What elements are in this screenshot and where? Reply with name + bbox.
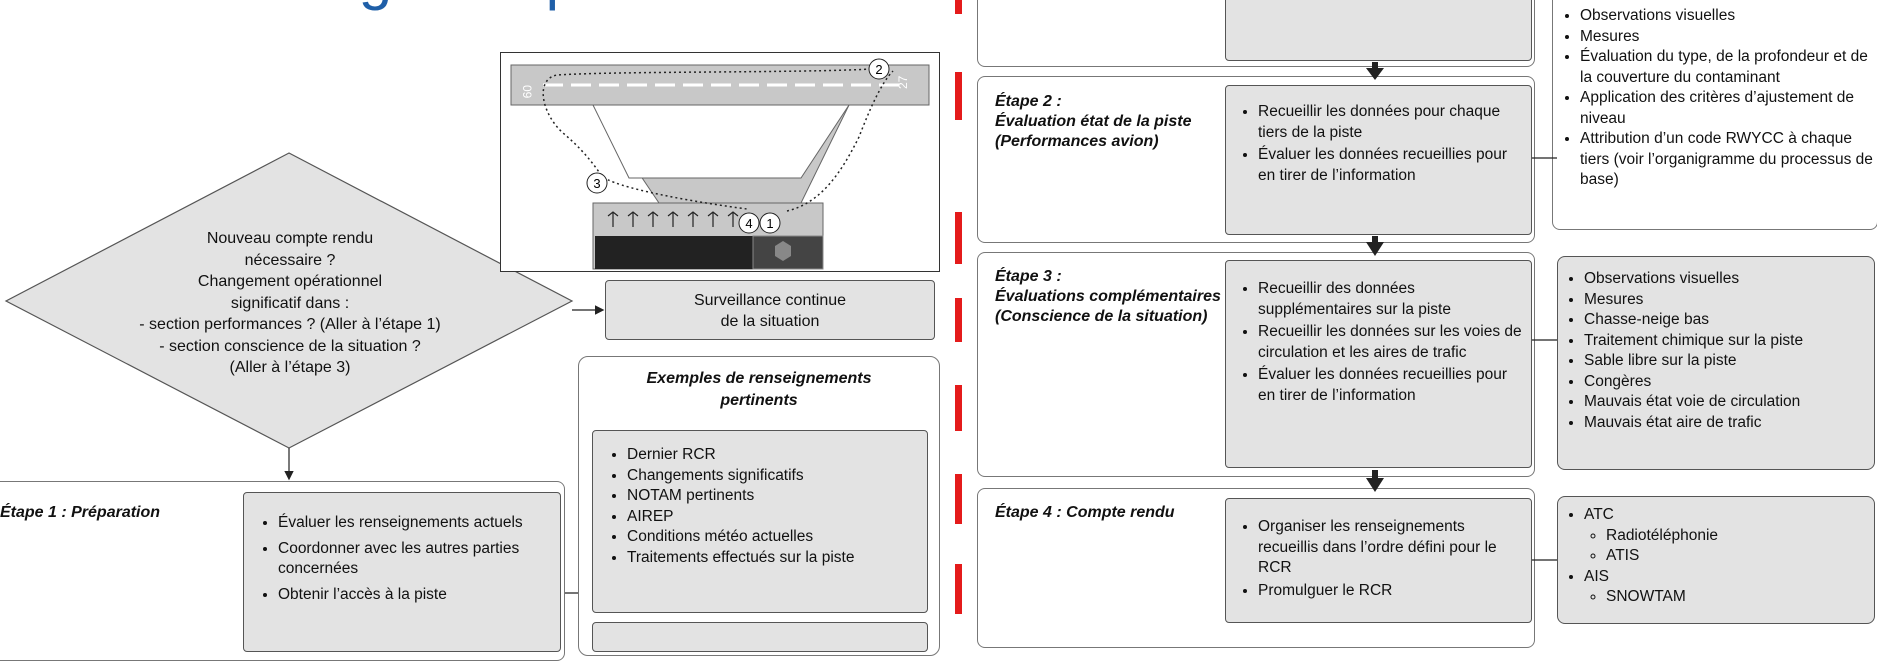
list-item: Organiser les renseignements recueillis … [1258, 517, 1523, 579]
list-item: Évaluation du type, de la profondeur et … [1580, 47, 1874, 88]
diamond-line: Changement opérationnel [197, 273, 383, 290]
aircraft-stand-marker [775, 241, 791, 261]
diamond-line: - section conscience de la situation ? [159, 337, 421, 355]
arrow-down-icon [1366, 236, 1384, 256]
route-marker-2 [868, 58, 890, 80]
runway-diagram: 09 27 1 2 3 4 [510, 58, 930, 270]
threshold-left-label: 09 [520, 85, 534, 99]
list-item: Traitements effectués sur la piste [627, 548, 919, 569]
step2-details-frame [1552, 0, 1877, 230]
step1-box: Évaluer les renseignements actuels Coord… [243, 492, 561, 652]
right-connectors [1366, 62, 1557, 561]
list-item: AIREP [627, 507, 919, 528]
list-item: Dernier RCR [627, 445, 919, 466]
divider-dash [955, 212, 962, 264]
list-item: Attribution d’un code RWYCC à chaque tie… [1580, 129, 1874, 191]
route-marker-3 [586, 172, 608, 194]
step0-box [1225, 0, 1532, 61]
list-item: Mesures [1580, 27, 1874, 48]
diamond-text: Nouveau compte rendu nécessaire ? Change… [110, 228, 470, 379]
divider-dash [955, 564, 962, 614]
list-item: Promulguer le RCR [1258, 581, 1523, 602]
list-item: Mauvais état voie de circulation [1584, 392, 1866, 413]
step1-label: Étape 1 : Préparation [0, 504, 161, 521]
list-item: Sable libre sur la piste [1584, 351, 1866, 372]
list-item: Traitement chimique sur la piste [1584, 331, 1866, 352]
list-item: Conditions météo actuelles [627, 527, 919, 548]
step4-box: Organiser les renseignements recueillis … [1225, 498, 1532, 623]
list-item: ATC Radiotéléphonie ATIS [1584, 505, 1866, 567]
diamond-line: significatif dans : [230, 294, 350, 312]
step4-details-box: ATC Radiotéléphonie ATIS AIS SNOWTAM [1557, 496, 1875, 624]
examples-title: Exemples de renseignements pertinents [646, 370, 872, 409]
divider-dash [955, 298, 962, 342]
list-subitem: Radiotéléphonie [1606, 526, 1866, 547]
divider-dash [955, 385, 962, 431]
step2-list: Recueillir les données pour chaque tiers… [1234, 102, 1523, 186]
list-item: Congères [1584, 372, 1866, 393]
list-item: Obtenir l’accès à la piste [278, 585, 552, 606]
svg-text:2: 2 [875, 62, 882, 77]
examples-list: Dernier RCR Changements significatifs NO… [603, 445, 919, 568]
list-item: Recueillir des données supplémentaires s… [1258, 279, 1523, 320]
examples-box-2 [592, 622, 928, 652]
surveillance-line: de la situation [720, 313, 820, 330]
step3-box: Recueillir des données supplémentaires s… [1225, 260, 1532, 468]
divider-dash [955, 72, 962, 120]
svg-text:1: 1 [766, 216, 773, 231]
page-title: Processus générique [62, 0, 626, 8]
threshold-right-label: 27 [896, 75, 910, 89]
step3-details-box: Observations visuelles Mesures Chasse-ne… [1557, 256, 1875, 470]
list-item: Recueillir les données pour chaque tiers… [1258, 102, 1523, 143]
list-subitem: ATIS [1606, 546, 1866, 567]
hangar-block [595, 236, 753, 269]
list-item: Évaluer les renseignements actuels [278, 513, 552, 534]
list-item: Coordonner avec les autres parties conce… [278, 539, 552, 580]
list-item: Chasse-neige bas [1584, 310, 1866, 331]
list-item: Évaluer les données recueillies pour en … [1258, 365, 1523, 406]
step1-list: Évaluer les renseignements actuels Coord… [254, 513, 552, 605]
step2-details: Observations visuelles Mesures Évaluatio… [1556, 6, 1874, 191]
list-item: Application des critères d’ajustement de… [1580, 88, 1874, 129]
divider-dash [955, 474, 962, 524]
list-item: Observations visuelles [1580, 6, 1874, 27]
list-subitem: SNOWTAM [1606, 587, 1866, 608]
list-item: Évaluer les données recueillies pour en … [1258, 145, 1523, 186]
diamond-line: Nouveau compte rendu [206, 230, 374, 247]
step3-list: Recueillir des données supplémentaires s… [1234, 279, 1523, 406]
list-item: NOTAM pertinents [627, 486, 919, 507]
svg-text:4: 4 [745, 216, 752, 231]
step3-details-list: Observations visuelles Mesures Chasse-ne… [1560, 269, 1866, 433]
list-item: Mesures [1584, 290, 1866, 311]
arrow-down-icon [1366, 62, 1384, 80]
step4-list: Organiser les renseignements recueillis … [1234, 517, 1523, 601]
divider-dash [955, 0, 962, 14]
step2-label: Étape 2 : Évaluation état de la piste (P… [995, 93, 1192, 150]
stand-markers [607, 211, 739, 227]
list-item: Mauvais état aire de trafic [1584, 413, 1866, 434]
step2-box: Recueillir les données pour chaque tiers… [1225, 85, 1532, 235]
surveillance-line: Surveillance continue [693, 292, 847, 309]
surveillance-box: Surveillance continue de la situation [605, 280, 935, 340]
list-item: Observations visuelles [1584, 269, 1866, 290]
step2-details-list: Observations visuelles Mesures Évaluatio… [1556, 6, 1874, 191]
runway-illustration: 09 27 1 2 3 4 [500, 52, 940, 272]
step4-details-list: ATC Radiotéléphonie ATIS AIS SNOWTAM [1560, 505, 1866, 608]
list-item: Changements significatifs [627, 466, 919, 487]
route-marker-4 [738, 212, 760, 234]
diamond-line: - section performances ? (Aller à l’étap… [139, 316, 441, 333]
list-item: AIS SNOWTAM [1584, 567, 1866, 608]
route-marker-1 [759, 212, 781, 234]
svg-text:3: 3 [593, 176, 600, 191]
examples-box: Dernier RCR Changements significatifs NO… [592, 430, 928, 613]
diamond-line: (Aller à l’étape 3) [229, 359, 351, 376]
step4-label: Étape 4 : Compte rendu [995, 504, 1175, 521]
arrow-down-icon [1366, 470, 1384, 492]
list-item: Recueillir les données sur les voies de … [1258, 322, 1523, 363]
step3-label: Étape 3 : Évaluations complémentaires (C… [995, 268, 1221, 325]
diamond-line: nécessaire ? [244, 251, 336, 269]
